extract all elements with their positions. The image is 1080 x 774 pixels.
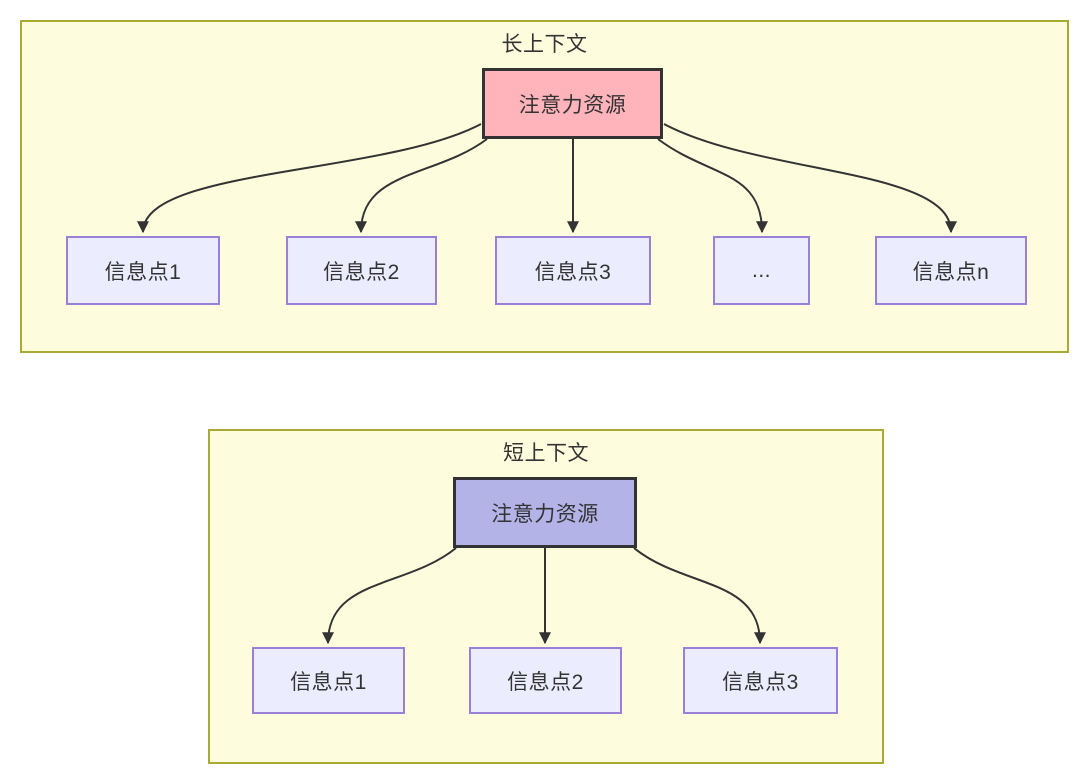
cluster-short-title: 短上下文 (503, 442, 589, 465)
node-long-info-2: 信息点2 (286, 236, 437, 305)
node-short-info-1: 信息点1 (252, 647, 405, 714)
node-long-info-n: 信息点n (875, 236, 1027, 305)
node-long-info-ellipsis: ... (713, 236, 810, 305)
node-short-info-3: 信息点3 (683, 647, 838, 714)
node-long-info-3: 信息点3 (495, 236, 651, 305)
node-long-attention-resource: 注意力资源 (482, 68, 663, 139)
cluster-long-title: 长上下文 (501, 33, 588, 56)
node-short-attention-resource: 注意力资源 (453, 477, 637, 548)
node-long-info-1: 信息点1 (66, 236, 220, 305)
node-short-info-2: 信息点2 (469, 647, 622, 714)
